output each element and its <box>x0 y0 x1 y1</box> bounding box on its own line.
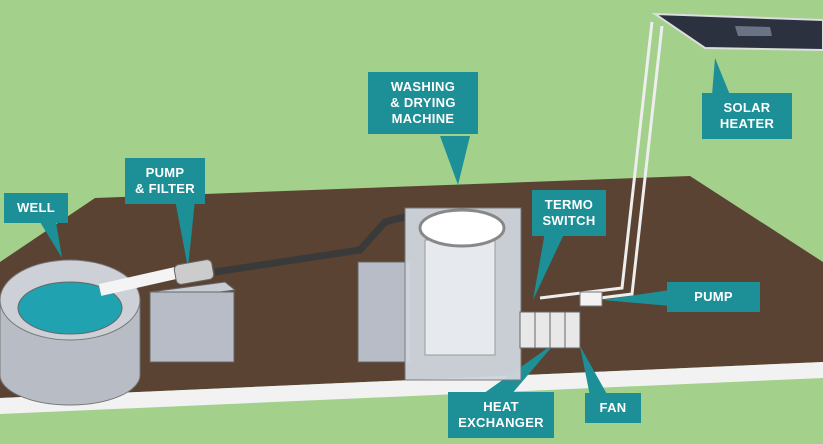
label-text: PUMP <box>145 165 185 180</box>
label-text: & FILTER <box>135 181 195 196</box>
label-text: SWITCH <box>542 213 596 228</box>
board-front-edge <box>0 362 823 414</box>
label-text: HEAT <box>483 399 519 414</box>
small-pump <box>579 291 603 307</box>
label-pump: PUMP <box>667 282 760 312</box>
well <box>0 259 141 406</box>
label-text: TERMO <box>544 197 594 212</box>
label-pump-filter: PUMP& FILTER <box>125 158 205 204</box>
label-text: SOLAR <box>723 100 771 115</box>
label-text: PUMP <box>694 289 733 304</box>
label-text: MACHINE <box>391 111 455 126</box>
label-text: EXCHANGER <box>458 415 544 430</box>
tank-box <box>357 261 411 363</box>
label-text: HEATER <box>719 116 775 131</box>
label-text: WELL <box>16 200 56 215</box>
heat-exchanger <box>519 311 581 349</box>
label-text: FAN <box>599 400 627 415</box>
pump-box <box>148 281 237 363</box>
label-text: & DRYING <box>390 95 456 110</box>
label-fan: FAN <box>585 393 641 423</box>
label-well: WELL <box>4 193 68 223</box>
label-text: WASHING <box>390 79 456 94</box>
washing-machine <box>404 207 522 381</box>
